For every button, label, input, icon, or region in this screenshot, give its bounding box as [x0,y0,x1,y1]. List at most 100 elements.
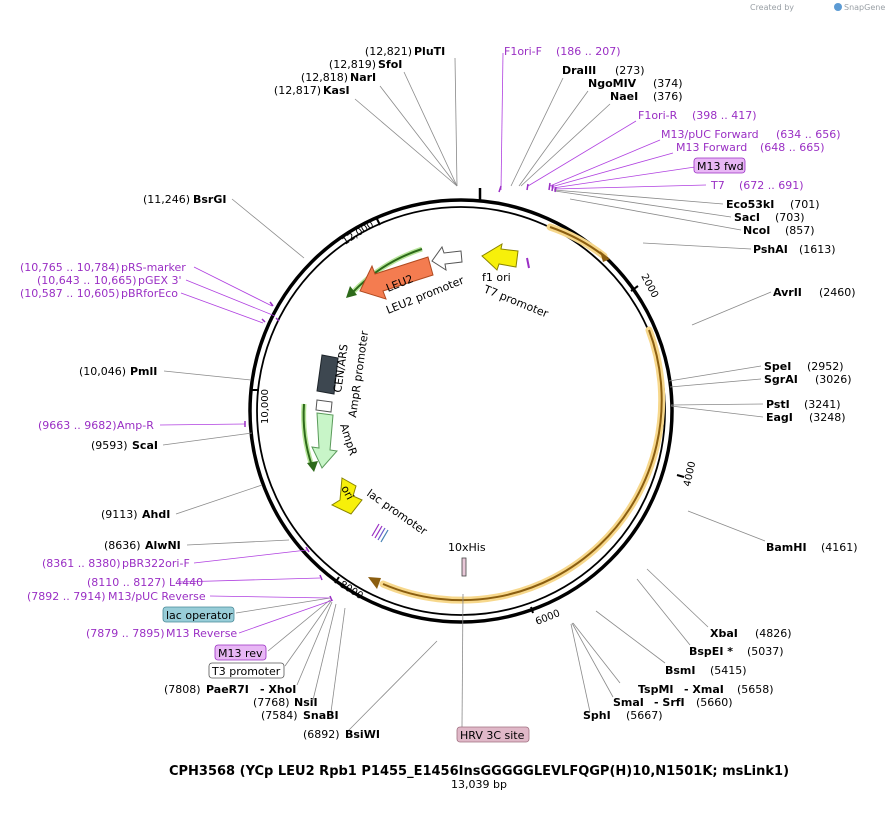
primer-m13-reverse: M13 Reverse [166,627,237,640]
primer-pos-pgex3: (10,643 .. 10,665) [37,274,137,287]
enzyme-nsii: NsiI [294,696,318,709]
enzyme-pos-snabi: (7584) [261,709,298,722]
credit-brand: SnapGene [844,3,885,12]
enzyme-scai: ScaI [132,439,158,452]
enzyme-ahdi: AhdI [142,508,170,521]
plasmid-title: CPH3568 (YCp LEU2 Rpb1 P1455_E1456InsGGG… [169,764,789,779]
enzyme-pos-kasi: (12,817) [274,84,321,97]
enzyme-spei: SpeI [764,360,791,373]
enzyme-pos-saci: (703) [775,211,805,224]
enzyme-pos-xbai: (4826) [755,627,792,640]
enzyme-pos-psti: (3241) [804,398,841,411]
enzyme-pos-nsii: (7768) [253,696,290,709]
primer-pgex3: pGEX 3' [138,274,182,287]
t3-promoter-label: T3 promoter [211,665,281,678]
enzyme-pos-ncoi: (857) [785,224,815,237]
primer-pos-m13-puc-reverse: (7892 .. 7914) [27,590,106,603]
enzyme-pluti: PluTI [414,45,445,58]
ampr-label: AmpR [337,422,360,458]
svg-text:(12,821): (12,821) [365,45,412,58]
snapgene-logo-icon [834,3,842,11]
ori-feature [330,477,363,515]
enzyme-bamhi: BamHI [766,541,807,554]
primer-pos-prs-marker: (10,765 .. 10,784) [20,261,120,274]
enzyme-kasi: KasI [323,84,350,97]
enzyme-xhoi: - XhoI [260,683,296,696]
lac-operator-box [162,606,235,623]
ori-label: ori [338,483,356,502]
enzyme-pos-sphi: (5667) [626,709,663,722]
enzyme-tspmi: TspMI [638,683,674,696]
enzyme-pmli: PmlI [130,365,157,378]
primer-pos-amp-r: (9663 .. 9682) [38,419,117,432]
primer-prs-marker: pRS-marker [121,261,186,274]
primer-pos-f1ori-f: (186 .. 207) [556,45,621,58]
f1-ori-label: f1 ori [482,271,511,284]
orf-arc-upper [546,223,610,262]
enzyme-pos-eagi: (3248) [809,411,846,424]
primer-f1ori-r: F1ori-R [638,109,678,122]
enzyme-smai: SmaI [613,696,644,709]
primer-pos-t7: (672 .. 691) [739,179,804,192]
t3-promoter-box [208,662,285,679]
f1-ori-feature [481,242,519,271]
enzyme-xbai: XbaI [710,627,738,640]
enzyme-pos-pluti: (12,821) [365,45,412,58]
tick-label-2000: 2000 [638,272,660,300]
his-tag-label: 10xHis [448,541,486,554]
enzyme-draiii: DraIII [562,64,596,77]
primer-l4440: L4440 [169,576,203,589]
enzyme-pos-avrii: (2460) [819,286,856,299]
primer-pos-f1ori-r: (398 .. 417) [692,109,757,122]
enzyme-alwni: AlwNI [145,539,181,552]
tick-label-6000: 6000 [534,608,562,628]
enzyme-saci: SacI [734,211,760,224]
enzyme-pos-naei: (376) [653,90,683,103]
leu2-direction-arc [346,246,423,298]
orf-arc-lower [368,326,666,604]
tick-label-4000: 4000 [682,460,698,487]
enzyme-nari: NarI [350,71,376,84]
enzyme-ncoi: NcoI [743,224,770,237]
enzyme-eco53ki: Eco53kI [726,198,774,211]
primer-pos-m13-puc-forward: (634 .. 656) [776,128,841,141]
tick-mark-2000 [630,285,639,292]
primer-flags [244,182,557,602]
primer-t7: T7 [710,179,725,192]
backbone-outer [248,198,674,624]
enzyme-bsrgi: BsrGI [193,193,226,206]
primer-f1ori-f: F1ori-F [504,45,542,58]
enzyme-pos-xmai: (5658) [737,683,774,696]
hrv-3c-site-label: HRV 3C site [460,729,525,742]
enzyme-avrii: AvrII [773,286,802,299]
m13-fwd-box [693,157,746,174]
leu2-promoter-arrow [431,245,463,272]
enzyme-bspei: BspEI * [689,645,733,658]
tick-mark-8000 [334,576,340,584]
primer-pbr322ori-f: pBR322ori-F [122,557,190,570]
enzyme-pos-draiii: (273) [615,64,645,77]
enzyme-pos-ngomiv: (374) [653,77,683,90]
enzyme-pos-ahdi: (9113) [101,508,138,521]
enzyme-pos-bspei: (5037) [747,645,784,658]
m13-rev-label: M13 rev [218,647,263,660]
enzyme-pos-sgrai: (3026) [815,373,852,386]
enzyme-pos-pmli: (10,046) [79,365,126,378]
enzyme-pos-alwni: (8636) [104,539,141,552]
enzyme-pos-pshai: (1613) [799,243,836,256]
f1-ori-mark [526,257,530,269]
leu2-feature [359,256,434,300]
enzyme-sfoi: SfoI [378,58,402,71]
cen-ars-label: CEN/ARS [331,343,351,393]
enzyme-pos-bsrgi: (11,246) [143,193,190,206]
lac-operator-label: lac operator [166,609,233,622]
enzyme-pshai: PshAI [753,243,788,256]
enzyme-pos-bamhi: (4161) [821,541,858,554]
tick-mark-12000 [376,218,381,226]
ampr-promoter-label: AmpR promoter [346,330,371,419]
enzyme-naei: NaeI [610,90,638,103]
enzyme-pos-scai: (9593) [91,439,128,452]
enzyme-eagi: EagI [766,411,793,424]
ampr-direction-arc [301,403,318,472]
enzyme-ngomiv: NgoMIV [588,77,637,90]
